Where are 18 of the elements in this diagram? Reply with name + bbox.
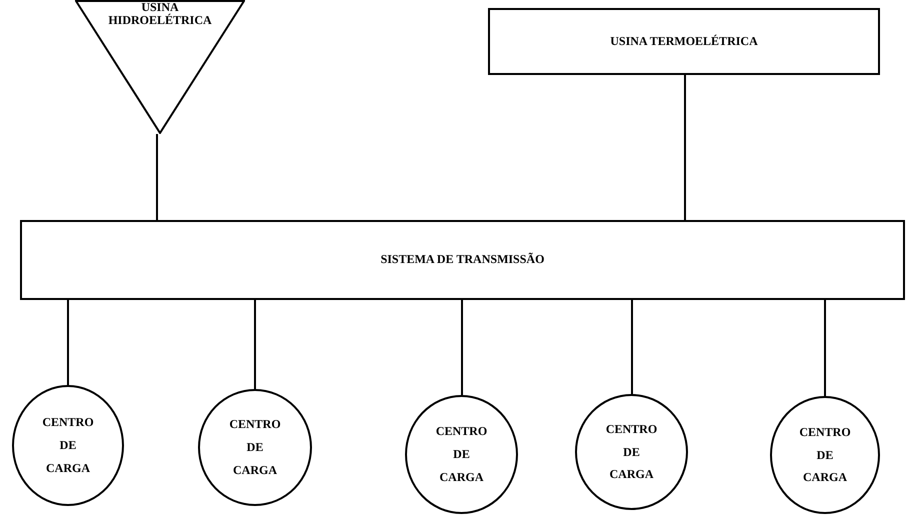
- connector-line: [67, 300, 69, 385]
- node-label: CENTRO DE CARGA: [434, 423, 488, 486]
- connector-line: [254, 300, 256, 389]
- node-label: CENTRO DE CARGA: [41, 414, 95, 477]
- connector-line: [156, 134, 158, 220]
- node-label: USINA HIDROELÉTRICA: [107, 0, 213, 28]
- rectangle-node: [488, 8, 880, 75]
- connector-line: [461, 300, 463, 395]
- node-label: CENTRO DE CARGA: [228, 416, 282, 479]
- node-label: CENTRO DE CARGA: [798, 424, 852, 486]
- node-label: CENTRO DE CARGA: [604, 420, 658, 484]
- connector-line: [824, 300, 826, 396]
- connector-line: [684, 75, 686, 220]
- rectangle-node: [20, 220, 905, 300]
- node-label: USINA TERMOELÉTRICA: [610, 34, 758, 48]
- triangle-node: [75, 0, 245, 134]
- node-label: SISTEMA DE TRANSMISSÃO: [380, 253, 544, 267]
- connector-line: [631, 300, 633, 394]
